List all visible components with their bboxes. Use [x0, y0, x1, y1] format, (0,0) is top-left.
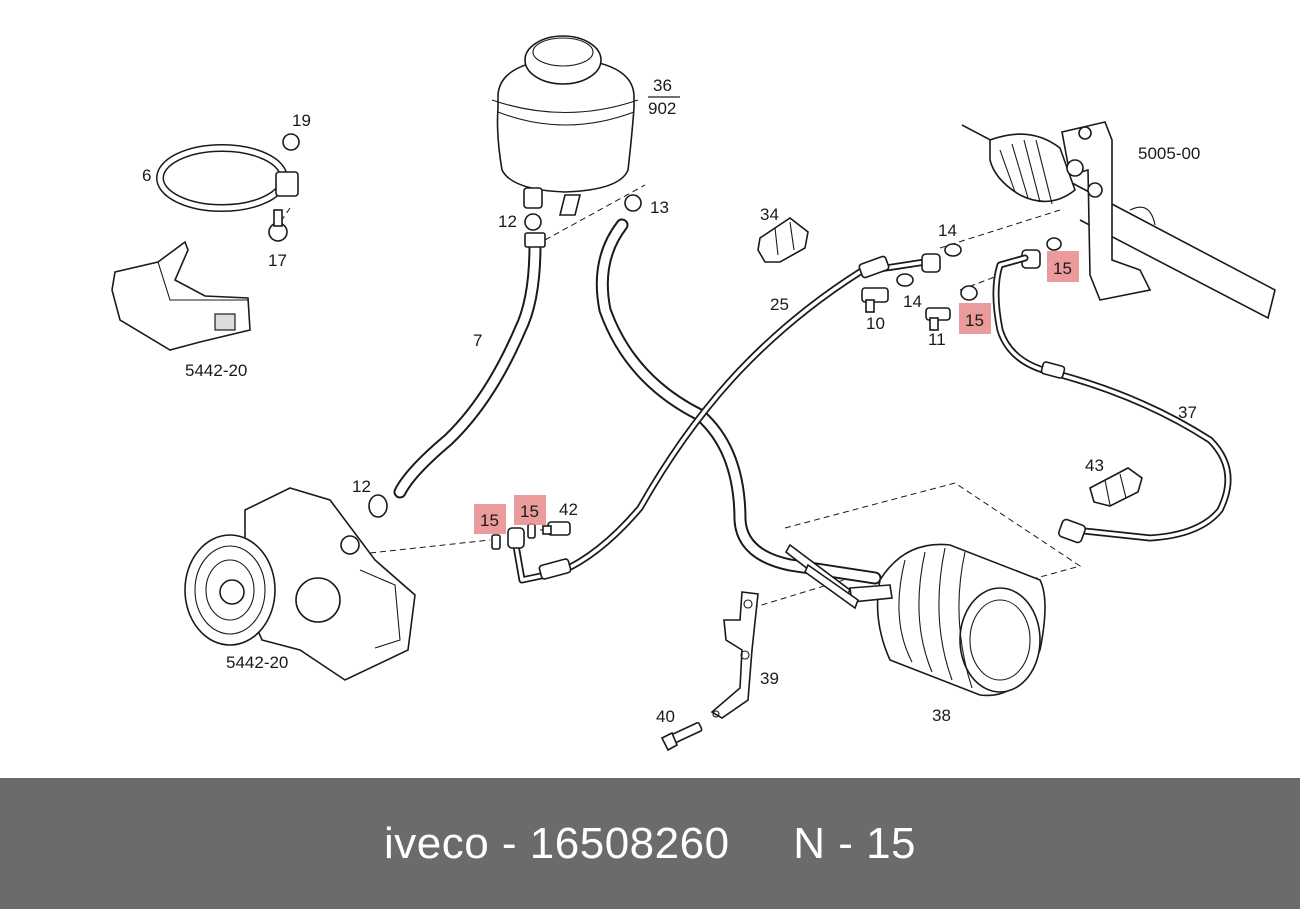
label-902: 902 — [648, 99, 676, 118]
highlight-15-b: 15 — [514, 495, 546, 525]
label-10: 10 — [866, 314, 885, 333]
label-5442-20-bottom: 5442-20 — [226, 653, 288, 672]
label-14-mid: 14 — [903, 292, 922, 311]
fittings-right — [861, 237, 1062, 331]
hydraulic-booster — [784, 543, 1046, 697]
highlight-15-d: 15 — [959, 303, 991, 334]
label-13: 13 — [650, 198, 669, 217]
highlight-15-a: 15 — [474, 504, 506, 534]
power-steering-pump — [184, 487, 416, 681]
label-25: 25 — [770, 295, 789, 314]
bolt-40 — [660, 721, 703, 752]
label-43: 43 — [1085, 456, 1104, 475]
pressure-pipe-25 — [507, 253, 941, 584]
parts-diagram: 36 902 19 6 17 5442-20 7 12 13 — [111, 35, 1276, 752]
diagram-drawing: 36 902 19 6 17 5442-20 7 12 13 — [111, 35, 1276, 752]
label-17: 17 — [268, 251, 287, 270]
label-5442-20-top: 5442-20 — [185, 361, 247, 380]
label-5005-00: 5005-00 — [1138, 144, 1200, 163]
highlight-label-15: 15 — [520, 502, 539, 521]
pump-bracket-cover — [111, 240, 251, 351]
pump-seals — [491, 521, 571, 550]
highlight-label-15: 15 — [480, 511, 499, 530]
label-36: 36 — [653, 76, 672, 95]
footer-bar: iveco - 16508260 N - 15 — [0, 778, 1300, 909]
label-39: 39 — [760, 669, 779, 688]
label-11: 11 — [928, 330, 946, 349]
label-42: 42 — [559, 500, 578, 519]
reservoir-tank — [491, 35, 639, 216]
label-7: 7 — [473, 331, 482, 350]
suction-hose-7 — [393, 213, 546, 499]
label-40: 40 — [656, 707, 675, 726]
highlight-label-15: 15 — [965, 311, 984, 330]
hose-clamp — [156, 133, 300, 242]
label-14-top: 14 — [938, 221, 957, 240]
highlight-label-15: 15 — [1053, 259, 1072, 278]
hose-clip-43 — [1089, 467, 1143, 507]
label-38: 38 — [932, 706, 951, 725]
hose-clip-34 — [757, 217, 809, 263]
return-pipe-37 — [992, 254, 1232, 544]
label-37: 37 — [1178, 403, 1197, 422]
label-12-top: 12 — [498, 212, 517, 231]
o-ring-12 — [368, 494, 388, 518]
part-number-caption: iveco - 16508260 N - 15 — [383, 818, 917, 868]
mounting-bracket-39 — [710, 591, 759, 719]
highlight-15-c: 15 — [1047, 251, 1079, 282]
return-hose — [595, 194, 882, 585]
label-12-bottom: 12 — [352, 477, 371, 496]
label-19: 19 — [292, 111, 311, 130]
label-6: 6 — [142, 166, 151, 185]
label-34: 34 — [760, 205, 779, 224]
steering-box — [961, 121, 1276, 320]
